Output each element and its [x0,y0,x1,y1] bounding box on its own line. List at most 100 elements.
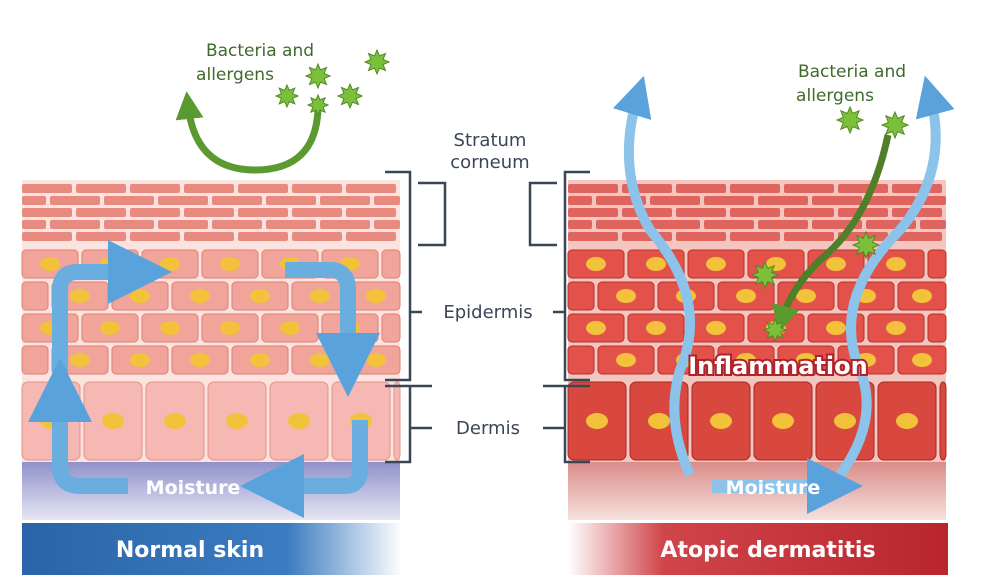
corneocyte [158,220,208,229]
epidermal-cell [567,281,595,311]
corneocyte [622,208,672,217]
cell-nucleus [220,321,240,335]
cell-nucleus [288,413,310,429]
corneocyte [704,196,754,205]
corneocyte [266,220,316,229]
corneocyte [892,184,942,193]
corneocyte [784,208,834,217]
dermis-label: Dermis [456,418,520,439]
corneocyte [292,208,342,217]
cell-nucleus [886,257,906,271]
cell-nucleus [706,257,726,271]
corneocyte [346,232,396,241]
cell-nucleus [616,353,636,367]
epidermis-label: Epidermis [443,302,532,323]
cell-nucleus [40,257,60,271]
cell-nucleus [100,321,120,335]
epidermal-cell [21,345,49,375]
cell-nucleus [102,413,124,429]
bacteria-icon [336,82,364,110]
cell-nucleus [250,353,270,367]
corneocyte [650,220,700,229]
cell-nucleus [616,289,636,303]
normal-skin-title: Normal skin [116,538,264,563]
cell-nucleus [160,321,180,335]
corneocyte [374,220,400,229]
cell-nucleus [160,257,180,271]
epidermal-cell [927,249,947,279]
corneocyte [320,220,370,229]
corneocyte [76,184,126,193]
corneocyte [266,196,316,205]
cell-nucleus [220,257,240,271]
corneocyte [704,220,754,229]
cell-nucleus [130,353,150,367]
cell-nucleus [366,289,386,303]
corneocyte [676,184,726,193]
corneocyte [676,208,726,217]
inflammation-label: Inflammation [688,352,867,380]
cell-nucleus [912,289,932,303]
corneocyte [758,196,808,205]
corneocyte [892,232,942,241]
corneocyte [76,208,126,217]
moisture-label: Moisture [726,477,821,499]
bacteria-icon [304,62,332,90]
corneocyte [184,232,234,241]
stratum-corneum-label-line1: Stratum [454,130,527,151]
normal-skin-panel [21,180,401,520]
corneocyte [130,208,180,217]
corneocyte [212,220,262,229]
corneocyte [212,196,262,205]
corneocyte [292,232,342,241]
moisture-loop-arrows [28,240,380,518]
cell-nucleus [190,289,210,303]
bacteria-icon [274,83,300,109]
cell-nucleus [896,413,918,429]
dermal-cell [393,381,401,461]
epidermal-cell [381,249,401,279]
corneocyte [784,232,834,241]
cell-nucleus [710,413,732,429]
corneocyte [650,196,700,205]
corneocyte [568,184,618,193]
corneocyte [22,232,72,241]
moisture-label: Moisture [146,477,241,499]
corneocyte [22,196,46,205]
corneocyte [838,184,888,193]
corneocyte [758,220,808,229]
corneocyte [104,196,154,205]
corneocyte [22,220,46,229]
corneocyte [238,232,288,241]
cell-nucleus [736,353,756,367]
corneocyte [374,196,400,205]
cell-nucleus [648,413,670,429]
bacteria-label-line1: Bacteria and [206,41,314,61]
stratum-corneum-label-line2: corneum [450,152,529,173]
corneocyte [812,196,862,205]
bacteria-icon [750,260,780,290]
corneocyte [130,184,180,193]
cell-nucleus [190,353,210,367]
bacteria-penetration-arrow [772,134,892,334]
cell-nucleus [772,413,794,429]
atopic-dermatitis-title: Atopic dermatitis [660,538,875,563]
cell-nucleus [586,413,608,429]
corneocyte [184,184,234,193]
moisture-escape-arrows [613,75,955,514]
cell-nucleus [706,321,726,335]
cell-nucleus [886,321,906,335]
bacteria-icon [306,93,330,117]
cell-nucleus [130,289,150,303]
epidermal-cell [381,313,401,343]
corneocyte [184,208,234,217]
atopic-dermatitis-banner [568,523,948,575]
corneocyte [568,196,592,205]
cell-nucleus [310,353,330,367]
cell-nucleus [834,413,856,429]
corneocyte [50,220,100,229]
corneocyte [130,232,180,241]
dermal-cell [939,381,947,461]
cell-nucleus [826,257,846,271]
